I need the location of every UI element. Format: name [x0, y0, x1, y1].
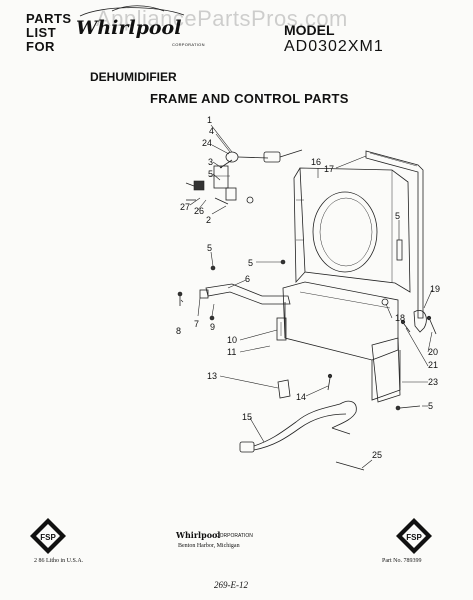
callout-5e: 5 — [428, 401, 433, 411]
callout-11: 11 — [227, 347, 236, 357]
callout-24: 24 — [202, 138, 212, 148]
fsp-badge-left: FSP — [30, 518, 66, 554]
callout-5b: 5 — [207, 243, 212, 253]
callout-3: 3 — [208, 157, 213, 167]
front-frame — [293, 167, 411, 293]
model-number: AD0302XM1 — [284, 38, 384, 55]
control-parts — [185, 149, 303, 205]
base-shroud — [282, 281, 401, 401]
callout-21: 21 — [428, 360, 438, 370]
section-title: FRAME AND CONTROL PARTS — [150, 91, 349, 106]
footer-city: Benton Harbor, Michigan — [178, 543, 240, 549]
parts-label: PARTS — [26, 11, 72, 26]
callout-7: 7 — [194, 319, 199, 329]
callout-15: 15 — [242, 412, 252, 422]
callout-4: 4 — [209, 126, 214, 136]
callout-19: 19 — [430, 284, 440, 294]
callout-20: 20 — [428, 347, 438, 357]
callout-1: 1 — [207, 115, 212, 125]
footer-brand: Whirlpool — [176, 530, 221, 540]
callout-16: 16 — [311, 157, 321, 167]
callout-10: 10 — [227, 335, 237, 345]
product-name: DEHUMIDIFIER — [90, 70, 177, 84]
callout-14: 14 — [296, 392, 306, 402]
model-label: MODEL — [284, 22, 335, 38]
footer-corporation: CORPORATION — [216, 533, 253, 539]
callout-2: 2 — [206, 215, 211, 225]
callout-8: 8 — [176, 326, 181, 336]
callout-5a: 5 — [208, 169, 213, 179]
callout-13: 13 — [207, 371, 217, 381]
watermark: AppliancePartsPros.com — [96, 6, 348, 31]
callout-5c: 5 — [248, 258, 253, 268]
callout-23: 23 — [428, 377, 438, 387]
callout-6: 6 — [245, 274, 250, 284]
whirlpool-corporation: CORPORATION — [172, 42, 205, 47]
callout-18: 18 — [395, 313, 405, 323]
power-cord — [239, 400, 357, 453]
fsp-badge-right-label: FSP — [406, 533, 422, 542]
callout-17: 17 — [324, 164, 334, 174]
callout-25: 25 — [372, 450, 382, 460]
callout-27: 27 — [180, 202, 190, 212]
whirlpool-brand: Whirlpool — [76, 17, 182, 39]
callout-5d: 5 — [395, 211, 400, 221]
gasket-strip — [365, 150, 424, 319]
fsp-badge-left-label: FSP — [40, 533, 56, 542]
part-number: Part No. 789399 — [382, 558, 422, 564]
callout-26: 26 — [194, 206, 204, 216]
for-label: FOR — [26, 39, 55, 54]
callout-9: 9 — [210, 322, 215, 332]
whirlpool-logo — [79, 5, 185, 17]
litho-note: 2 86 Litho in U.S.A. — [34, 558, 84, 564]
list-label: LIST — [26, 25, 57, 40]
handwritten-note: 269-E-12 — [214, 580, 248, 590]
fsp-badge-right: FSP — [396, 518, 432, 554]
